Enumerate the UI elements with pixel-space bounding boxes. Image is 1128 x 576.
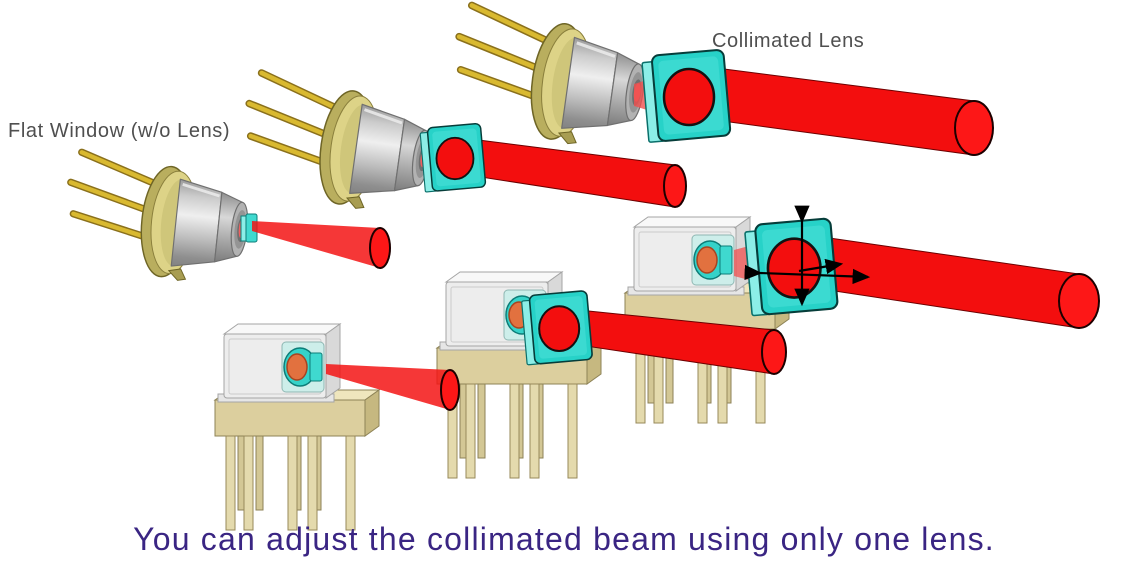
- collimating-lens-attached-tocan: [418, 122, 487, 193]
- beam-end-cap: [954, 100, 994, 156]
- divergent-beam-tocan: [252, 221, 380, 268]
- beam-end-cap: [761, 329, 787, 375]
- beam-end-cap: [369, 227, 391, 269]
- caption-text: You can adjust the collimated beam using…: [133, 521, 995, 557]
- beam-end-cap: [440, 369, 460, 411]
- beam-end-cap: [663, 164, 687, 208]
- label-collimated-lens: Collimated Lens: [712, 30, 865, 52]
- collimated-beam-tocan-attached: [454, 136, 676, 208]
- collimating-lens-attached-boxmod: [520, 289, 594, 366]
- beam-end-cap: [1058, 273, 1100, 329]
- flat-window-block: [239, 213, 258, 243]
- tocan-flat-window: [62, 151, 254, 287]
- label-flat-window: Flat Window (w/o Lens): [8, 120, 231, 142]
- adjustment-arrows: [744, 205, 871, 307]
- divergent-beam-boxmod: [326, 364, 450, 410]
- collimating-lens-separated-tocan: [640, 48, 732, 144]
- tocan-attached-lens: [237, 72, 438, 218]
- boxmod-flat: [214, 323, 380, 531]
